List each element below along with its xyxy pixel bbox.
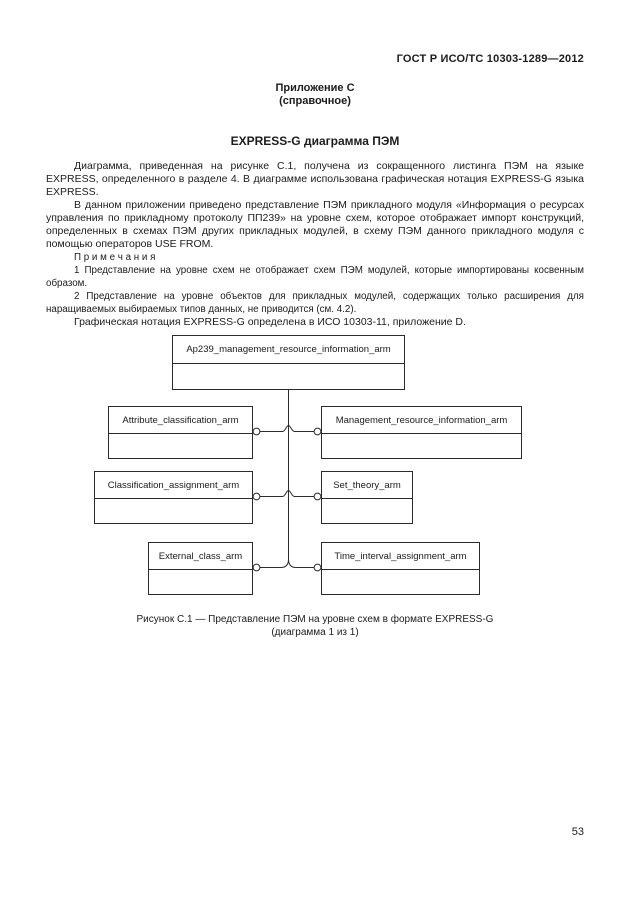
schema-box-management-resource-information-arm: Management_resource_information_arm [321,406,522,459]
schema-box-classification-assignment-arm: Classification_assignment_arm [94,471,253,524]
schema-box-label: Attribute_classification_arm [109,407,252,434]
circle-connector [252,427,261,436]
schema-box-label: Ap239_management_resource_information_ar… [173,336,404,364]
circle-connector [252,492,261,501]
body-text: Диаграмма, приведенная на рисунке С.1, п… [46,160,584,329]
annex-title: Приложение С [275,82,355,94]
note-item: 2 Представление на уровне объектов для п… [46,291,584,315]
schema-box-label: Management_resource_information_arm [322,407,521,434]
paragraph: Диаграмма, приведенная на рисунке С.1, п… [46,160,584,198]
figure-caption-line2: (диаграмма 1 из 1) [271,627,359,638]
schema-box-label: Classification_assignment_arm [95,472,252,499]
notes-block: П р и м е ч а н и я 1 Представление на у… [46,251,584,316]
circle-connector [313,427,322,436]
figure-caption: Рисунок С.1 — Представление ПЭМ на уровн… [0,613,630,639]
figure-caption-line1: Рисунок С.1 — Представление ПЭМ на уровн… [136,614,494,625]
circle-connector [313,563,322,572]
connector-row4-right [288,558,314,568]
connector-row4-left [260,558,289,568]
section-heading: EXPRESS-G диаграмма ПЭМ [230,134,400,148]
circle-connector [252,563,261,572]
page-number: 53 [571,826,584,838]
circle-connector [313,492,322,501]
connector-row3 [260,489,314,497]
annex-block: Приложение С (справочное) [0,82,630,108]
connector-row2 [260,424,314,432]
schema-box-attribute-classification-arm: Attribute_classification_arm [108,406,253,459]
note-item: 1 Представление на уровне схем не отобра… [46,265,584,289]
paragraph: В данном приложении приведено представле… [46,199,584,250]
schema-box-label: Time_interval_assignment_arm [322,543,479,570]
paragraph: Графическая нотация EXPRESS-G определена… [74,316,466,328]
annex-subtitle: (справочное) [279,95,351,107]
schema-box-time-interval-assignment-arm: Time_interval_assignment_arm [321,542,480,595]
document-header: ГОСТ Р ИСО/ТС 10303-1289—2012 [396,53,584,65]
schema-box-set-theory-arm: Set_theory_arm [321,471,413,524]
schema-box-ap239-management-resource-information-arm: Ap239_management_resource_information_ar… [172,335,405,390]
schema-box-external-class-arm: External_class_arm [148,542,253,595]
notes-heading: П р и м е ч а н и я [74,252,156,263]
schema-box-label: External_class_arm [149,543,252,570]
schema-box-label: Set_theory_arm [322,472,412,499]
